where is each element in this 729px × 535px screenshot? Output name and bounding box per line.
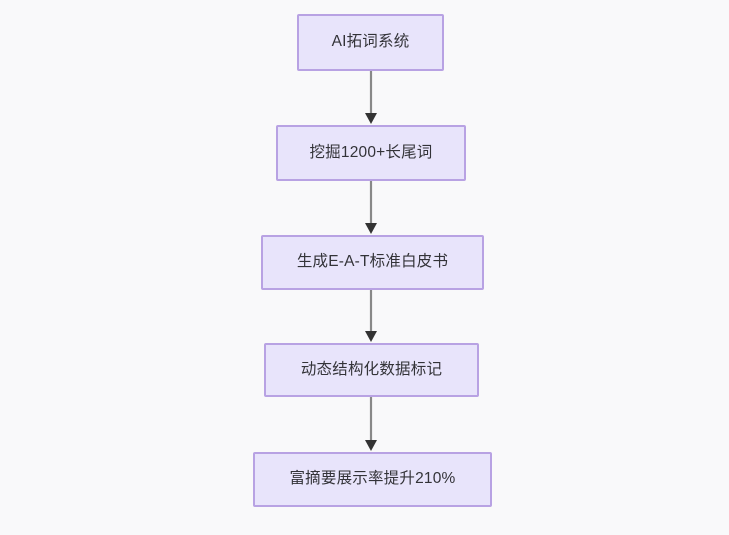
flow-node-generate-eat-whitepaper[interactable]: 生成E-A-T标准白皮书 bbox=[261, 235, 484, 290]
flow-node-label: 富摘要展示率提升210% bbox=[289, 470, 456, 488]
flow-node-label: AI拓词系统 bbox=[331, 33, 410, 51]
edge-node3-to-node4 bbox=[361, 290, 381, 343]
edge-node4-to-node5 bbox=[361, 397, 381, 452]
edge-node1-to-node2 bbox=[361, 71, 381, 125]
flow-node-label: 挖掘1200+长尾词 bbox=[309, 143, 433, 161]
flow-node-rich-snippet-impression-lift[interactable]: 富摘要展示率提升210% bbox=[253, 452, 492, 507]
flow-node-ai-keyword-system[interactable]: AI拓词系统 bbox=[297, 14, 444, 71]
flow-node-dynamic-structured-data-markup[interactable]: 动态结构化数据标记 bbox=[264, 343, 479, 397]
flow-node-mine-longtail-keywords[interactable]: 挖掘1200+长尾词 bbox=[276, 125, 466, 181]
flow-node-label: 动态结构化数据标记 bbox=[300, 360, 443, 378]
edge-node2-to-node3 bbox=[361, 181, 381, 235]
flow-node-label: 生成E-A-T标准白皮书 bbox=[296, 253, 449, 271]
